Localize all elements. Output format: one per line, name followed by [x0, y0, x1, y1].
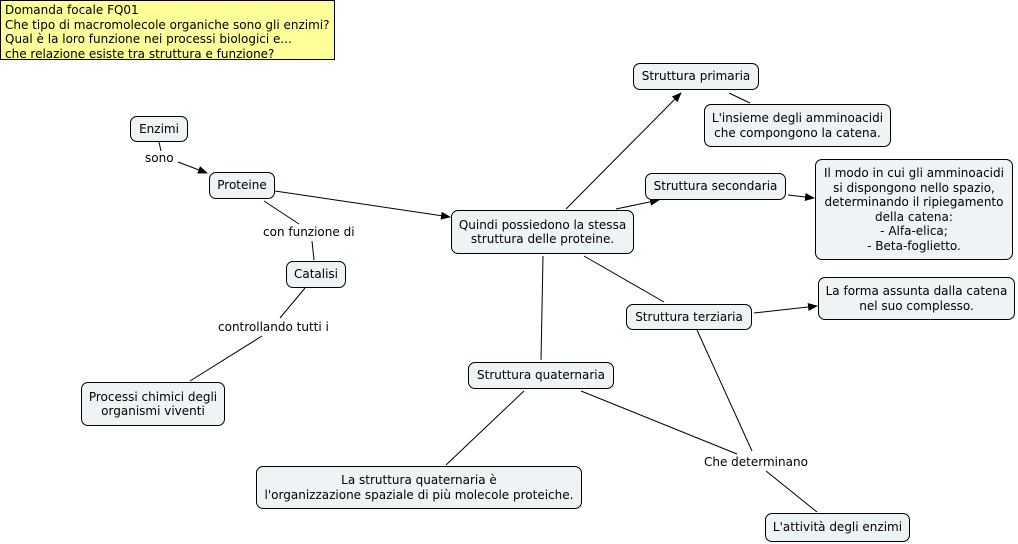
concept-label: che compongono la catena.: [714, 125, 881, 140]
concept-label: si dispongono nello spazio,: [833, 180, 995, 195]
edge-terziaria-desc: [753, 303, 818, 314]
edge-catalisi-controllando: [279, 287, 306, 319]
concept-label: l'organizzazione spaziale di più molecol…: [264, 487, 574, 502]
concept-enzimi[interactable]: Enzimi: [130, 116, 188, 142]
concept-label: Il modo in cui gli amminoacidi: [824, 166, 1004, 180]
edge-secondaria-desc: [787, 192, 815, 201]
concept-label: struttura delle proteine.: [470, 232, 615, 246]
edge-struttura-secondaria: [615, 197, 660, 210]
concept-label: - Alfa-elica;: [880, 224, 948, 238]
concept-label: Proteine: [217, 178, 267, 193]
concept-primaria-desc[interactable]: L'insieme degli amminoacidi che compongo…: [704, 104, 891, 147]
concept-label: L'attività degli enzimi: [772, 520, 903, 535]
edge-enzimi-sono: [158, 141, 162, 152]
concept-quaternaria-desc[interactable]: La struttura quaternaria è l'organizzazi…: [256, 466, 582, 509]
concept-processi[interactable]: Processi chimici degli organismi viventi: [81, 382, 225, 426]
concept-label: determinando il ripiegamento: [824, 195, 1004, 209]
concept-label: Processi chimici degli: [88, 389, 218, 404]
concept-catalisi[interactable]: Catalisi: [286, 261, 346, 288]
edge-sono-proteine: [177, 161, 208, 174]
concept-label: Struttura terziaria: [635, 309, 743, 324]
concept-label: Catalisi: [293, 267, 339, 282]
focus-question-line: Che tipo di macromolecole organiche sono…: [5, 17, 330, 32]
edge-controllando-processi: [189, 335, 263, 382]
concept-label: L'insieme degli amminoacidi: [711, 111, 884, 125]
concept-label: La forma assunta dalla catena: [825, 284, 1008, 298]
edge-quaternaria-chedeterminano: [580, 390, 738, 455]
link-che-determinano[interactable]: Che determinano: [702, 455, 810, 469]
concept-struttura-proteine[interactable]: Quindi possiedono la stessa struttura de…: [451, 210, 634, 254]
edge-primaria-desc: [728, 92, 751, 104]
concept-struttura-quaternaria[interactable]: Struttura quaternaria: [468, 362, 614, 389]
edge-struttura-quaternaria: [540, 255, 544, 361]
concept-label: Enzimi: [139, 121, 179, 136]
link-sono[interactable]: sono: [143, 151, 176, 165]
concept-attivita-enzimi[interactable]: L'attività degli enzimi: [765, 513, 910, 542]
concept-proteine[interactable]: Proteine: [209, 172, 275, 199]
concept-label: nel suo complesso.: [859, 298, 974, 313]
concept-label: organismi viventi: [101, 404, 205, 418]
edge-proteine-struttura: [274, 190, 451, 220]
edge-terziaria-chedeterminano: [696, 329, 753, 452]
focus-question-line: Domanda focale FQ01: [5, 3, 139, 17]
edge-proteine-confunzione: [263, 200, 300, 225]
focus-question: Domanda focale FQ01 Che tipo di macromol…: [0, 0, 335, 61]
link-controllando[interactable]: controllando tutti i: [216, 320, 331, 334]
concept-label: della catena:: [875, 209, 953, 224]
concept-label: Struttura quaternaria: [477, 368, 605, 383]
concept-label: Quindi possiedono la stessa: [458, 217, 627, 232]
concept-label: La struttura quaternaria è: [341, 473, 497, 487]
concept-struttura-primaria[interactable]: Struttura primaria: [633, 63, 759, 90]
concept-secondaria-desc[interactable]: Il modo in cui gli amminoacidi si dispon…: [815, 159, 1013, 260]
concept-label: - Beta-foglietto.: [867, 238, 961, 253]
focus-question-line: che relazione esiste tra struttura e fun…: [5, 46, 275, 61]
edge-chedeterminano-attivita: [765, 470, 818, 513]
concept-struttura-secondaria[interactable]: Struttura secondaria: [645, 173, 786, 200]
link-con-funzione-di[interactable]: con funzione di: [261, 225, 357, 239]
edge-confunzione-catalisi: [311, 240, 315, 261]
focus-question-line: Qual è la loro funzione nei processi bio…: [5, 32, 292, 46]
concept-struttura-terziaria[interactable]: Struttura terziaria: [626, 304, 752, 330]
edge-struttura-terziaria: [583, 255, 665, 303]
concept-label: Struttura primaria: [641, 69, 751, 84]
concept-label: Struttura secondaria: [653, 179, 778, 194]
edge-quaternaria-desc: [445, 390, 525, 466]
edge-struttura-primaria: [565, 92, 682, 210]
concept-terziaria-desc[interactable]: La forma assunta dalla catena nel suo co…: [818, 277, 1015, 320]
